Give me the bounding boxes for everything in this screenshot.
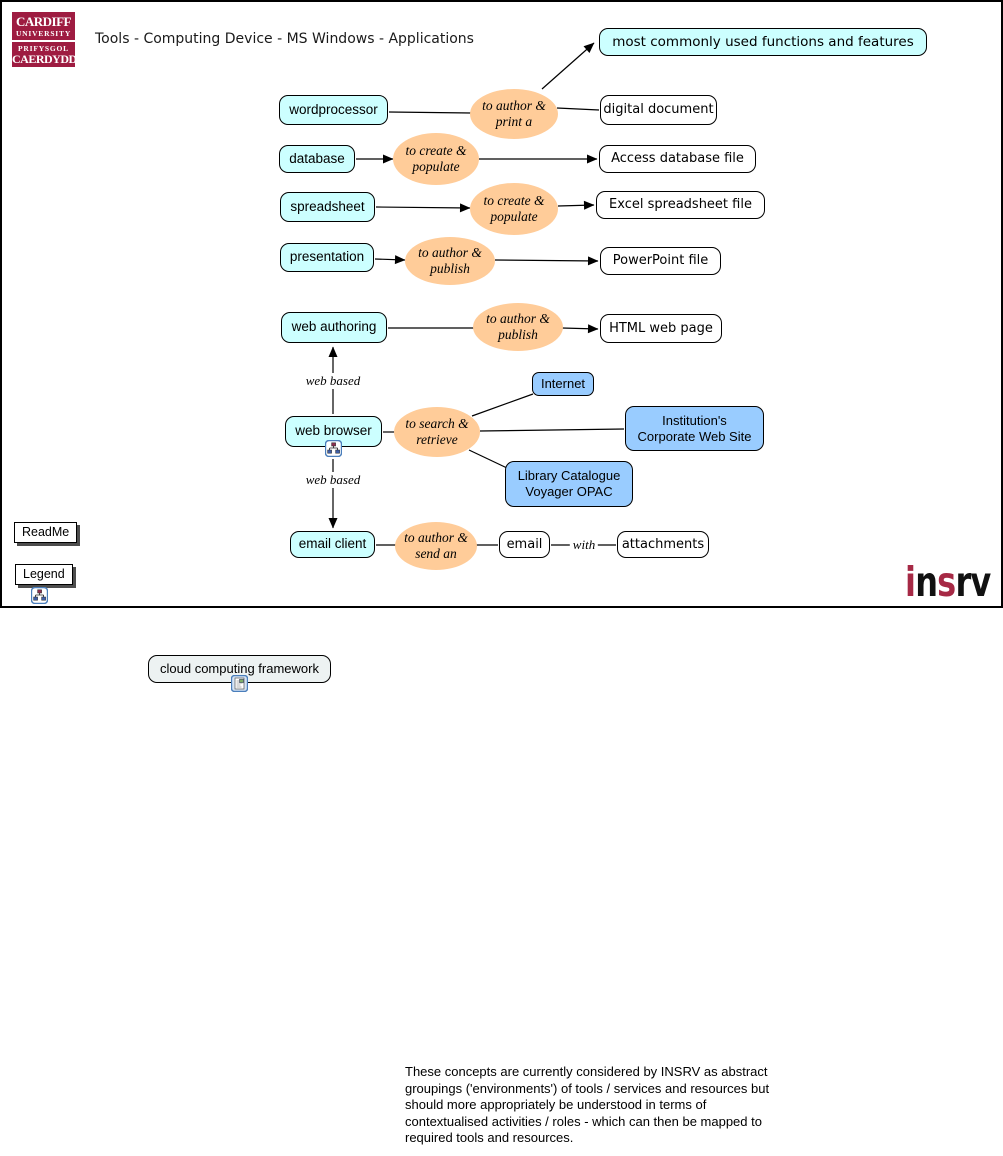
footnote-line: contextualised activities / roles - whic… [405,1113,762,1129]
web-browser-resource-icon[interactable] [324,439,343,458]
node-most-commonly-used[interactable]: most commonly used functions and feature… [599,28,927,56]
link-text: populate [490,209,538,224]
readme-button[interactable]: ReadMe [14,522,78,543]
library-line1: Library Catalogue [517,468,621,484]
cloud-framework-resource-icon[interactable] [230,674,249,693]
node-web-browser[interactable]: web browser [285,416,382,447]
sitemap-icon [30,586,49,605]
node-spreadsheet[interactable]: spreadsheet [280,192,375,222]
node-attachments[interactable]: attachments [617,531,709,558]
link-text: print a [495,114,533,129]
footnote-line: groupings ('environments') of tools / se… [405,1080,770,1096]
link-author-publish-pres[interactable]: to author & publish [405,237,495,285]
node-database[interactable]: database [279,145,355,173]
logo-university: UNIVERSITY [15,28,72,38]
label-web-based-bottom: web based [302,472,364,488]
label-with: with [569,537,599,553]
concept-map-frame: CARDIFF UNIVERSITY PRIFYSGOL CAERDYDD To… [0,0,1003,608]
link-text: to create & [483,193,545,209]
node-email[interactable]: email [499,531,550,558]
map-title: Tools - Computing Device - MS Windows - … [95,31,474,47]
link-text: to create & [405,143,467,159]
link-text: publish [430,261,470,276]
link-author-send[interactable]: to author & send an [395,522,477,570]
link-text: to author & [404,530,468,546]
legend-resource-icon[interactable] [30,586,49,605]
link-text: to author & [482,98,546,114]
document-image-icon [230,674,249,693]
insrv-s: s [937,558,956,606]
node-cloud-computing-framework[interactable]: cloud computing framework [148,655,331,683]
insrv-rv: rv [955,558,991,606]
link-create-populate-db[interactable]: to create & populate [393,133,479,185]
insrv-logo: insrv [905,562,991,603]
node-internet[interactable]: Internet [532,372,594,396]
logo-caerdydd: CAERDYDD [12,51,77,66]
node-presentation[interactable]: presentation [280,243,374,272]
sitemap-icon [324,439,343,458]
node-wordprocessor[interactable]: wordprocessor [279,95,388,125]
institution-line1: Institution's [662,412,727,428]
link-text: send an [415,546,457,561]
footnote-line: These concepts are currently considered … [405,1064,768,1079]
node-access-database-file[interactable]: Access database file [599,145,756,173]
link-search-retrieve[interactable]: to search & retrieve [394,407,480,457]
link-author-print[interactable]: to author & print a [470,89,558,139]
link-author-publish-web[interactable]: to author & publish [473,303,563,351]
node-web-authoring[interactable]: web authoring [281,312,387,343]
node-email-client[interactable]: email client [290,531,375,558]
node-powerpoint-file[interactable]: PowerPoint file [600,247,721,275]
label-web-based-top: web based [302,373,364,389]
legend-button[interactable]: Legend [15,564,73,585]
node-digital-document[interactable]: digital document [600,95,717,125]
node-html-web-page[interactable]: HTML web page [600,314,722,343]
footnote-line: required tools and resources. [405,1130,574,1145]
link-text: to author & [486,311,550,327]
logo-cardiff: CARDIFF [16,14,72,29]
link-text: populate [412,159,460,174]
link-text: publish [498,327,538,342]
link-text: retrieve [416,432,458,447]
footnote-line: should more appropriately be understood … [405,1097,707,1112]
institution-line2: Corporate Web Site [637,428,752,444]
node-institution-corporate-web-site[interactable]: Institution's Corporate Web Site [625,406,764,451]
insrv-i: i [905,558,916,606]
link-text: to search & [405,416,469,432]
link-text: to author & [418,245,482,261]
insrv-n: n [915,558,938,606]
node-excel-spreadsheet-file[interactable]: Excel spreadsheet file [596,191,765,219]
link-create-populate-ss[interactable]: to create & populate [470,183,558,235]
cardiff-university-logo: CARDIFF UNIVERSITY PRIFYSGOL CAERDYDD [12,12,77,68]
logo-prifysgol: PRIFYSGOL [18,43,69,53]
library-line2: Voyager OPAC [525,484,613,499]
footnote-text: These concepts are currently considered … [405,1064,769,1147]
node-library-catalogue[interactable]: Library Catalogue Voyager OPAC [505,461,633,507]
